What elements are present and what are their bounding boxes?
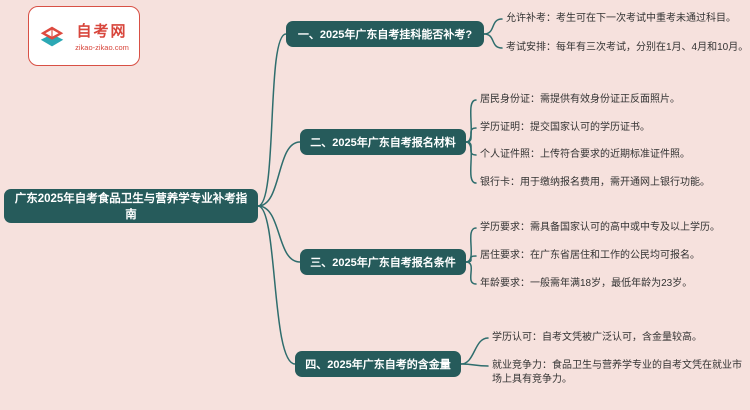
leaf-item: 学历证明：提交国家认可的学历证书。	[480, 122, 650, 133]
leaf-item: 就业竞争力：食品卫生与营养学专业的自考文凭在就业市场上具有竞争力。	[492, 360, 742, 385]
leaf-item: 银行卡：用于缴纳报名费用，需开通网上银行功能。	[480, 177, 710, 188]
leaf-item: 学历要求：需具备国家认可的高中或中专及以上学历。	[480, 222, 720, 233]
branch-title-4: 四、2025年广东自考的含金量	[295, 351, 461, 377]
branch-title-1: 一、2025年广东自考挂科能否补考?	[286, 21, 484, 47]
branch-title-2: 二、2025年广东自考报名材料	[300, 129, 466, 155]
logo-text-block: 自考网 zikao-zikao.com	[73, 20, 131, 52]
logo-icon	[40, 26, 64, 47]
branch-title-3: 三、2025年广东自考报名条件	[300, 249, 466, 275]
leaf-item: 学历认可：自考文凭被广泛认可，含金量较高。	[492, 332, 702, 343]
leaf-item: 居住要求：在广东省居住和工作的公民均可报名。	[480, 250, 700, 261]
leaf-item: 居民身份证：需提供有效身份证正反面照片。	[480, 94, 680, 105]
leaf-item: 年龄要求：一般需年满18岁，最低年龄为23岁。	[480, 278, 693, 289]
leaf-item: 允许补考：考生可在下一次考试中重考未通过科目。	[506, 13, 736, 24]
leaf-item: 个人证件照：上传符合要求的近期标准证件照。	[480, 149, 690, 160]
logo-site-name: 自考网	[76, 23, 128, 40]
logo-site-url: zikao-zikao.com	[75, 43, 129, 52]
central-topic: 广东2025年自考食品卫生与营养学专业补考指南	[4, 189, 258, 223]
site-logo[interactable]: 自考网 zikao-zikao.com	[28, 6, 140, 66]
leaf-item: 考试安排：每年有三次考试，分别在1月、4月和10月。	[506, 42, 749, 53]
